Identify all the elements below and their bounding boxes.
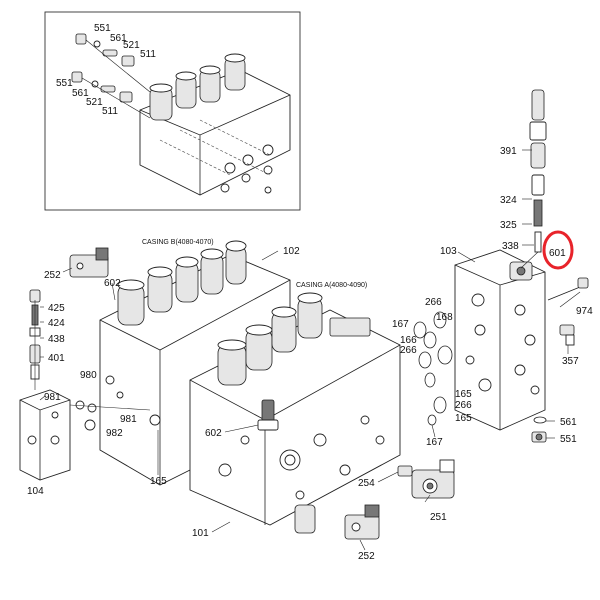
orings-165-168	[413, 311, 453, 426]
label-391: 391	[500, 146, 517, 157]
label-165-r2: 165	[455, 413, 472, 424]
fittings-561-551	[531, 416, 547, 443]
casing-a-label: CASING A(4080-4090)	[296, 282, 367, 289]
label-168: 168	[436, 312, 453, 323]
plug-357	[559, 324, 575, 346]
label-401: 401	[48, 353, 65, 364]
casing-a-block	[189, 292, 401, 534]
casing-b-solenoids	[117, 240, 247, 326]
inset-label-551-mid: 551	[56, 78, 73, 89]
label-974: 974	[576, 306, 593, 317]
label-324: 324	[500, 195, 517, 206]
label-251: 251	[430, 512, 447, 523]
label-561: 561	[560, 417, 577, 428]
label-325: 325	[500, 220, 517, 231]
inset-label-521-top: 521	[123, 40, 140, 51]
label-252-bottom: 252	[358, 551, 375, 562]
label-425: 425	[48, 303, 65, 314]
label-254: 254	[358, 478, 375, 489]
label-101: 101	[192, 528, 209, 539]
valve-251	[411, 459, 455, 499]
label-266-top: 266	[425, 297, 442, 308]
label-424: 424	[48, 318, 65, 329]
label-982: 982	[106, 428, 123, 439]
label-167-top: 167	[392, 319, 409, 330]
highlight-circle-601	[542, 230, 574, 270]
label-981-left: 981	[44, 392, 61, 403]
block-104	[19, 389, 71, 481]
valve-252-top	[69, 247, 109, 278]
inset-label-561-top: 561	[110, 33, 127, 44]
casing-a-solenoids	[217, 292, 371, 386]
bolt-974	[547, 277, 589, 301]
inset-label-551-top: 551	[94, 23, 111, 34]
label-102: 102	[283, 246, 300, 257]
label-602-top: 602	[104, 278, 121, 289]
label-357: 357	[562, 356, 579, 367]
inset-solenoids	[149, 53, 246, 121]
casing-b-label: CASING B(4080-4070)	[142, 239, 214, 246]
label-166: 166	[400, 335, 417, 346]
label-438: 438	[48, 334, 65, 345]
spool-stack-391-338	[520, 89, 547, 269]
label-551: 551	[560, 434, 577, 445]
leader-lines	[39, 149, 581, 551]
label-103: 103	[440, 246, 457, 257]
label-602-bottom: 602	[205, 428, 222, 439]
stack-425-401	[29, 289, 41, 390]
label-167-bottom: 167	[426, 437, 443, 448]
valve-252-bottom	[344, 504, 380, 540]
label-338: 338	[502, 241, 519, 252]
inset-components	[71, 33, 151, 119]
fitting-254	[397, 465, 413, 477]
label-165-left: 165	[150, 476, 167, 487]
inset-detail: 551 561 521 511 551 561 521 511	[44, 11, 301, 211]
label-981-mid: 981	[120, 414, 137, 425]
part-labels: CASING B(4080-4070) CASING A(4080-4090) …	[27, 146, 593, 562]
block-103	[454, 249, 546, 431]
inset-label-561-mid: 561	[72, 88, 89, 99]
inset-label-521-mid: 521	[86, 97, 103, 108]
inset-label-511-mid: 511	[102, 106, 118, 117]
label-252-top: 252	[44, 270, 61, 281]
parts-980-982	[69, 400, 151, 431]
inset-label-511-top: 511	[140, 49, 156, 60]
label-266-low: 266	[455, 400, 472, 411]
label-980: 980	[80, 370, 97, 381]
label-266-mid: 266	[400, 345, 417, 356]
label-601: 601	[549, 248, 566, 259]
label-104: 104	[27, 486, 44, 497]
label-165-r1: 165	[455, 389, 472, 400]
